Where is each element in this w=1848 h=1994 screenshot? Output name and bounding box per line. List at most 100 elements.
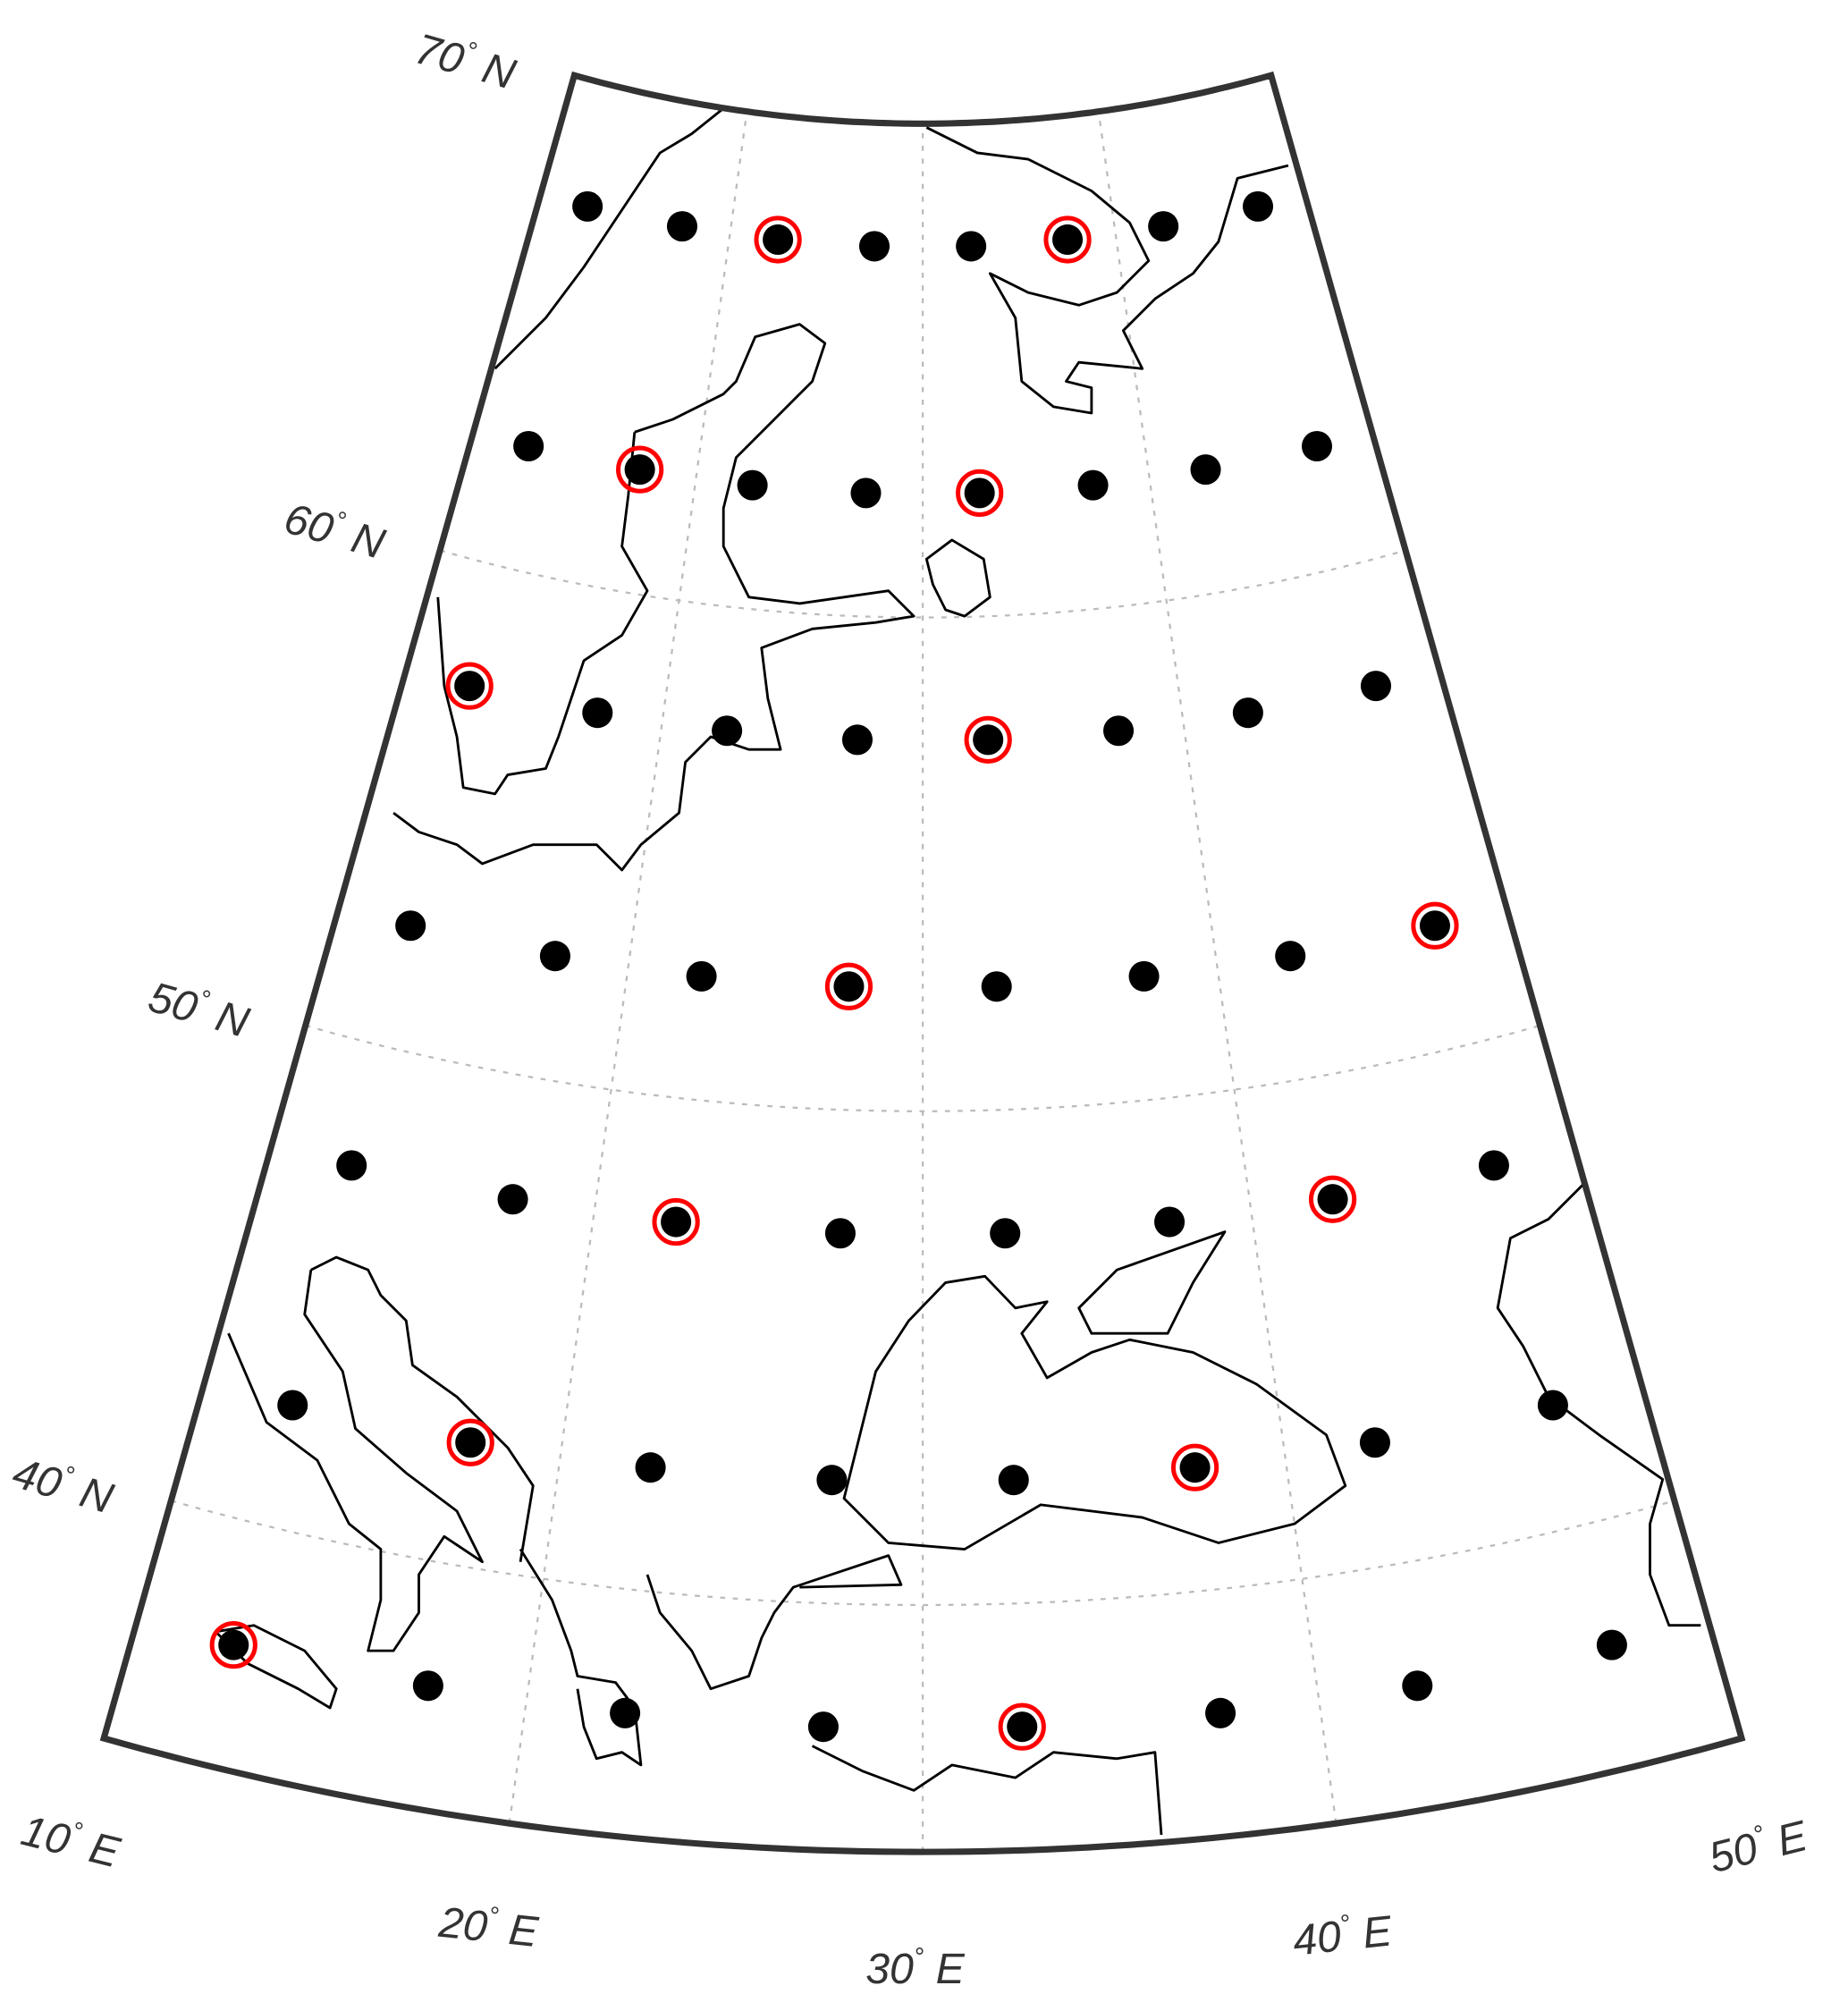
station-marker bbox=[1043, 215, 1092, 264]
station-marker bbox=[446, 1418, 494, 1466]
highlight-ring bbox=[956, 469, 1004, 517]
highlight-ring bbox=[1043, 215, 1092, 264]
station-dot bbox=[1402, 1670, 1433, 1702]
coastline-turkey bbox=[646, 1554, 1163, 1836]
station-marker bbox=[1232, 697, 1263, 729]
parallel-40 bbox=[171, 1500, 1675, 1607]
lat-label-40: 40° N bbox=[7, 1447, 118, 1523]
station-marker bbox=[1148, 211, 1179, 242]
station-marker bbox=[816, 1465, 848, 1496]
station-dot bbox=[624, 454, 655, 486]
highlight-ring bbox=[824, 962, 873, 1010]
station-dot bbox=[1077, 469, 1109, 501]
station-marker bbox=[858, 231, 890, 262]
station-dot bbox=[1179, 1452, 1211, 1483]
graticule bbox=[171, 111, 1675, 1853]
station-marker bbox=[1478, 1150, 1509, 1181]
station-marker bbox=[824, 1218, 856, 1249]
station-dot bbox=[981, 971, 1012, 1002]
station-dot bbox=[990, 1218, 1021, 1249]
station-dot bbox=[582, 697, 613, 729]
coastline-white-sea bbox=[925, 126, 1289, 415]
lat-label-60: 60° N bbox=[279, 493, 390, 569]
station-marker bbox=[1301, 430, 1333, 462]
station-marker bbox=[513, 430, 544, 462]
map-frame bbox=[99, 71, 1746, 1855]
station-dot bbox=[412, 1670, 443, 1702]
station-marker bbox=[981, 971, 1012, 1002]
highlight-ring bbox=[652, 1197, 700, 1246]
station-marker bbox=[850, 477, 882, 509]
coastlines bbox=[214, 107, 1701, 1836]
station-dot bbox=[1128, 960, 1160, 992]
highlight-ring bbox=[446, 1418, 494, 1466]
station-dot bbox=[1052, 224, 1084, 255]
station-marker bbox=[998, 1703, 1046, 1751]
station-marker bbox=[841, 724, 873, 756]
station-marker bbox=[1596, 1629, 1627, 1660]
station-dot bbox=[336, 1150, 367, 1181]
lon-label-30: 30° E bbox=[865, 1943, 965, 1993]
station-dot bbox=[513, 430, 544, 462]
station-marker bbox=[1103, 715, 1135, 747]
lon-label-50: 50° E bbox=[1704, 1810, 1813, 1882]
coastline-azov bbox=[1077, 1230, 1227, 1335]
coastline-greece bbox=[519, 1548, 643, 1767]
highlight-ring bbox=[445, 662, 494, 710]
station-marker bbox=[635, 1452, 666, 1483]
station-marker bbox=[956, 469, 1004, 517]
station-dot bbox=[833, 971, 865, 1002]
station-marker bbox=[956, 231, 987, 262]
coastline-sweden bbox=[436, 432, 649, 796]
highlight-ring bbox=[754, 215, 802, 264]
station-marker bbox=[412, 1670, 443, 1702]
station-marker bbox=[616, 445, 664, 494]
coastline-sicily bbox=[214, 1624, 338, 1710]
station-dot bbox=[1478, 1150, 1509, 1181]
lon-label-20: 20° E bbox=[436, 1897, 542, 1956]
station-marker bbox=[737, 469, 768, 501]
station-marker bbox=[1402, 1670, 1433, 1702]
station-dot bbox=[1317, 1184, 1348, 1215]
lon-label-10: 10° E bbox=[17, 1804, 126, 1877]
station-marker bbox=[1128, 960, 1160, 992]
station-marker bbox=[277, 1390, 308, 1421]
station-dot bbox=[1359, 1427, 1390, 1458]
station-marker bbox=[336, 1150, 367, 1181]
station-marker bbox=[1190, 454, 1221, 486]
station-marker bbox=[712, 715, 743, 747]
lat-label-70: 70° N bbox=[409, 23, 520, 99]
station-marker bbox=[497, 1184, 528, 1215]
station-marker bbox=[1154, 1206, 1186, 1238]
station-marker bbox=[1242, 190, 1274, 222]
station-dot bbox=[841, 724, 873, 756]
station-marker bbox=[1077, 469, 1109, 501]
station-dot bbox=[1205, 1697, 1236, 1728]
station-marker bbox=[686, 960, 717, 992]
station-dot bbox=[277, 1390, 308, 1421]
highlight-ring bbox=[209, 1621, 257, 1669]
station-marker bbox=[998, 1465, 1029, 1496]
station-marker bbox=[964, 715, 1012, 764]
station-dot bbox=[824, 1218, 856, 1249]
station-dot bbox=[454, 671, 485, 702]
station-marker bbox=[1411, 901, 1459, 950]
meridian-20 bbox=[508, 111, 748, 1824]
station-marker bbox=[1360, 671, 1392, 702]
station-dot bbox=[973, 724, 1004, 756]
station-dot bbox=[1148, 211, 1179, 242]
coastline-caspian bbox=[1496, 1179, 1701, 1627]
station-dot bbox=[218, 1629, 249, 1660]
lon-label-40: 40° E bbox=[1290, 1905, 1395, 1965]
station-marker bbox=[1275, 941, 1306, 972]
station-dot bbox=[807, 1711, 839, 1743]
station-dot bbox=[1301, 430, 1333, 462]
station-dot bbox=[455, 1427, 486, 1458]
station-dot bbox=[635, 1452, 666, 1483]
station-marker bbox=[754, 215, 802, 264]
parallel-50 bbox=[305, 1024, 1540, 1112]
highlight-ring bbox=[616, 445, 664, 494]
station-marker bbox=[807, 1711, 839, 1743]
station-dot bbox=[956, 231, 987, 262]
